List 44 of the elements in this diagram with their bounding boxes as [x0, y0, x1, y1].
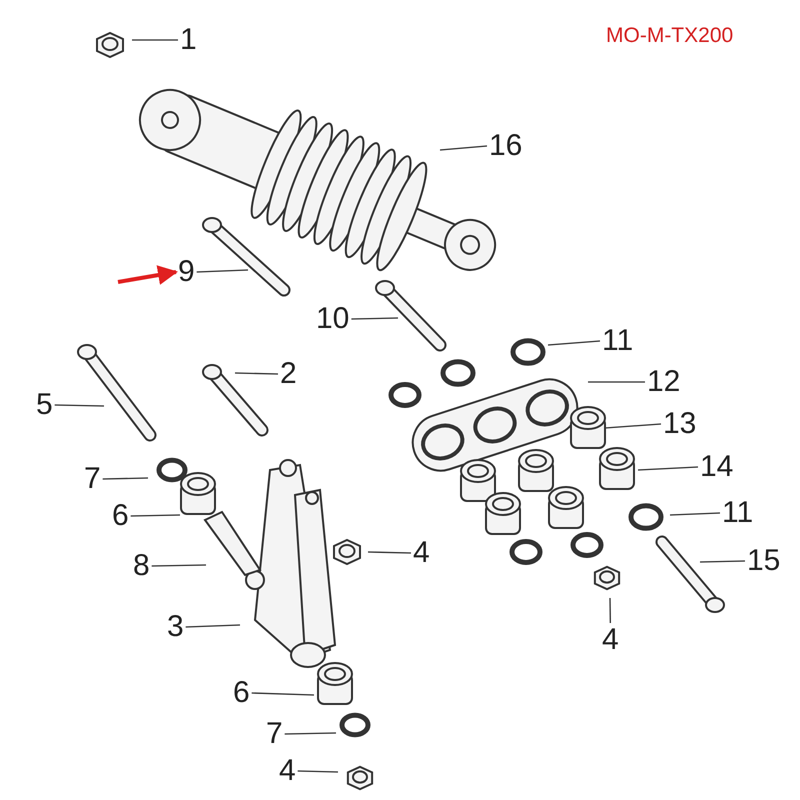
leader-line — [351, 317, 398, 320]
leader-line — [186, 624, 240, 628]
leader-line — [588, 381, 645, 383]
callout-number: 1 — [180, 24, 197, 56]
leader-line — [234, 372, 278, 375]
leader-line — [132, 39, 178, 41]
leader-line — [609, 598, 611, 623]
leader-line — [670, 512, 720, 516]
pointer-arrow — [118, 265, 178, 285]
leader-line — [102, 477, 148, 480]
callout-number: 8 — [133, 550, 150, 582]
leader-line — [130, 514, 180, 517]
callout-number: 9 — [178, 256, 195, 288]
callout-number: 4 — [602, 624, 619, 656]
callout-number: 7 — [84, 463, 101, 495]
callout-number: 11 — [722, 497, 754, 529]
callout-number: 10 — [316, 303, 350, 335]
callout-number: 4 — [413, 537, 430, 569]
leader-line — [196, 269, 248, 273]
callout-number: 13 — [663, 408, 696, 440]
leader-line — [54, 404, 104, 407]
callout-number: 3 — [167, 611, 184, 643]
callout-number: 14 — [700, 451, 734, 483]
callout-number: 7 — [266, 718, 283, 750]
callout-number: 11 — [602, 325, 634, 357]
model-code: MO-M-TX200 — [606, 24, 734, 48]
leader-line — [548, 340, 600, 346]
callout-number: 6 — [112, 500, 129, 532]
callout-number: 5 — [36, 389, 53, 421]
leader-line — [700, 560, 746, 563]
callout-number: 4 — [279, 755, 296, 787]
leader-line — [152, 564, 206, 567]
callout-number: 16 — [489, 130, 522, 162]
leader-line — [368, 551, 412, 554]
callout-number: 2 — [280, 358, 297, 390]
leader-line — [638, 466, 698, 471]
leader-line — [604, 423, 662, 429]
leader-line — [440, 145, 488, 151]
leader-line — [284, 732, 336, 735]
leader-line — [252, 692, 314, 696]
leader-line — [298, 770, 338, 773]
callout-number: 12 — [647, 366, 680, 398]
callout-number: 6 — [233, 677, 250, 709]
callout-number: 15 — [747, 545, 780, 577]
